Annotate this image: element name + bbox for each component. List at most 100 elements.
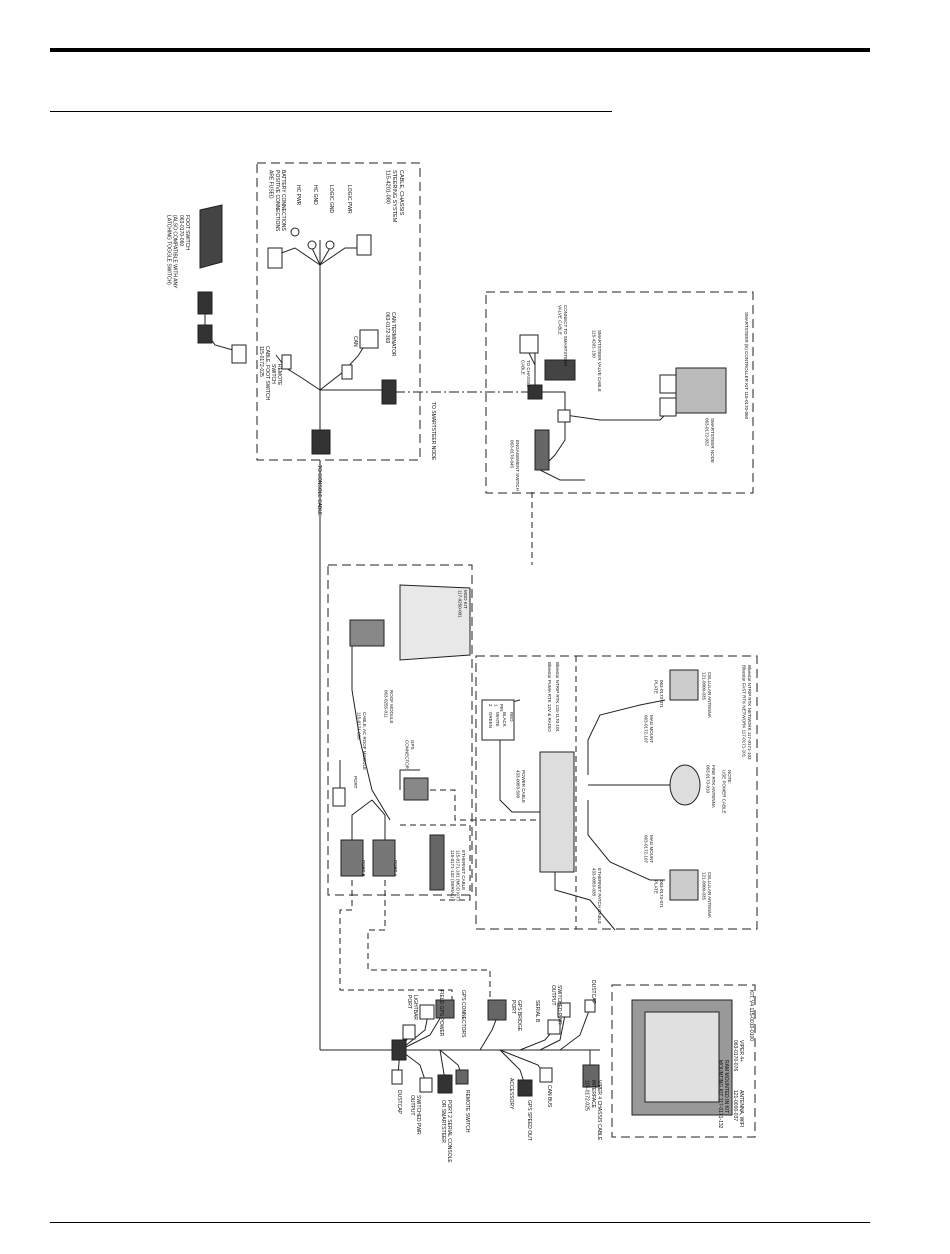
logic-pwr-connector <box>356 234 372 256</box>
wire-color-0: RED <box>509 712 514 722</box>
viper-name-label: VIPER 4+063-0170-076 <box>732 1040 744 1071</box>
dustcap2-label: DUSTCAP <box>590 980 596 1005</box>
foot-switch-connector <box>197 291 213 315</box>
smartsteer-kit-title: SMARTSTEER (E) CONTROLLER KIT 115-0170-0… <box>744 312 749 420</box>
can-terminator-label: CAN TERMINATOR063-0172-369 <box>384 312 396 357</box>
roof-port-a-plug <box>372 839 396 877</box>
pin-table-label: PIN12 <box>488 704 504 712</box>
viper-kit-frame <box>611 984 756 1138</box>
smartsteer-kit-frame <box>485 291 754 494</box>
footer-rule <box>50 1222 870 1223</box>
smartsteer-inline-plug <box>557 409 571 423</box>
can-terminator <box>359 329 379 349</box>
antenna-kit-note: NOTE:USE POWER CABLE <box>721 770 732 814</box>
harness-branch-logic-pwr <box>319 247 362 266</box>
cellular-antenna-a <box>669 669 699 701</box>
antenna-lead-right <box>587 800 665 881</box>
smartsteer-cable-label: SMARTSTEER VALVE CABLE115-4201-130 <box>591 330 602 392</box>
receiver-title-a: Bluestar NTRIP RTK 115-1170-101 <box>555 662 560 732</box>
viper-plug <box>582 1064 600 1088</box>
smartsteer-node-lead <box>540 391 681 421</box>
receiver-title-b: Bluestar PUMA RTK 12V & RADIO <box>547 662 552 732</box>
interface-remote-connector <box>455 1069 469 1085</box>
smartsteer-chassis-label: TO CHASSISCABLE <box>520 360 531 387</box>
interface-serial-connector <box>547 1019 561 1035</box>
foot-switch-cable-plug <box>197 324 213 344</box>
antenna-lead-left <box>587 699 666 775</box>
harness-branch-hc-gnd <box>311 247 321 266</box>
harness-branch-remote <box>275 354 321 391</box>
interface-branch-switched <box>539 1014 566 1051</box>
interface-lightbar-connector <box>402 1024 416 1040</box>
harness-title: CABLE, CHASSISSTEERING SYSTEM115-4201-08… <box>384 170 404 223</box>
console-plug <box>311 429 331 455</box>
field-gps-label: FIELD GPS POWER <box>438 990 444 1037</box>
smartsteer-connect-label: CONNECT TO SMARTSTEERVALVE CABLE <box>557 305 568 367</box>
smartsteer-valve-plug-b <box>659 397 677 417</box>
smartsteer-node-label: SMARTSTEER NODE063-0172-032 <box>704 418 715 463</box>
interface-switched-connector <box>419 1077 433 1093</box>
header-rule <box>50 48 870 52</box>
wire-table <box>481 699 515 741</box>
to-console-label: TO CONSOLE CABLE <box>316 465 322 516</box>
wire-color-2: WHITE <box>495 712 500 727</box>
remote-switch-plug <box>281 354 292 370</box>
gps-speed-label: GPS SPEED OUT <box>526 1100 532 1141</box>
can-label: CAN <box>352 336 358 347</box>
viper-mount-label: RAM MOUNTED IN KITMOUNTING KIT 117-0171-… <box>717 1060 729 1129</box>
interface-port2-connector <box>437 1074 453 1094</box>
fine-rtk-antenna <box>669 764 701 806</box>
wire-color-1: BLACK <box>502 712 507 727</box>
roof-port-b-plug <box>340 839 364 877</box>
interface-branch-dust2 <box>559 1007 591 1051</box>
ethernet-dashed-link <box>400 824 471 901</box>
viper-kit-label: KIT, V4 115-0010-0100 <box>748 990 754 1041</box>
switched-pwr-label: SWITCHED PWROUTPUT <box>409 1095 421 1135</box>
viper-screen <box>644 1011 720 1103</box>
cellular-antenna-b <box>669 869 699 901</box>
serial-b-label: SERIAL B <box>534 1000 540 1023</box>
roof-gps-connector <box>403 777 429 801</box>
harness-frame <box>256 162 421 461</box>
roof-port-b-label: PORT B <box>361 860 366 877</box>
roof-module-frame <box>327 564 473 896</box>
roof-port-a-label: PORT A <box>393 860 398 876</box>
hc-gnd-ring <box>307 240 317 250</box>
smartsteer-link-plug <box>527 384 543 400</box>
gps-dashed-link <box>420 789 540 821</box>
hc-gnd-label: HC GND <box>312 185 318 205</box>
smartsteer-engage-label: ENGAGEMENT SWITCH063-0170-045 <box>509 440 520 491</box>
roof-module-connector <box>349 619 385 647</box>
interface-speed-connector <box>517 1079 533 1097</box>
roof-mod-label: MOD KIT117-0250-001 <box>457 590 468 618</box>
fine-rtk-label: FINE RTK ANTENNA063-0173-010 <box>705 765 716 808</box>
roof-port-label: PORT <box>353 776 358 789</box>
plate-b-label: 063-0173-071PLATE <box>653 880 664 909</box>
interface-bridge-connector <box>487 999 507 1021</box>
foot-switch-label: FOOT SWITCH063-0170-060(ALSO COMPATIBLE … <box>165 215 190 289</box>
section-rule <box>50 111 612 112</box>
hc-pwr-ring <box>290 227 300 237</box>
wire-color-3: GREEN <box>488 712 493 728</box>
gps-connectors-label: GPS CONNECTORS <box>460 990 466 1038</box>
roof-cable <box>351 635 391 821</box>
port-b-dashed-link <box>339 880 453 1010</box>
plate-a-label: 063-0173-071PLATE <box>653 680 664 709</box>
remote-label: REMOTE SWITCH <box>464 1090 470 1133</box>
smartsteer-node-plug <box>381 379 397 405</box>
foot-switch-cable-label: CABLE, FOOT SWITCH115-0172-025 <box>258 346 270 400</box>
interface-branch-field <box>399 1014 429 1051</box>
smartsteer-chassis-connector <box>519 334 539 354</box>
roof-cable-label: CABLE, AC ROOF MODULE115-0171-066 <box>356 712 367 770</box>
mag-b-label: MAG MOUNT063-0172-107 <box>643 835 654 864</box>
logic-gnd-label: LOGIC GND <box>328 185 334 213</box>
foot-switch-cable-end <box>231 344 247 364</box>
interface-dustcap2 <box>584 999 596 1013</box>
port-a-dashed-link <box>367 880 491 1000</box>
interface-can-connector <box>539 1067 553 1083</box>
viper-antenna-label: ANTENNA, WIFI121-0000-037 <box>732 1090 744 1127</box>
interface-branch-can <box>499 1049 546 1076</box>
hc-pwr-label: HC PWR <box>295 185 301 206</box>
roof-cable-branch-b <box>371 799 386 850</box>
port2-label: PORT 2 SERIAL CONSOLEOR SMARTSTEER <box>440 1100 452 1163</box>
